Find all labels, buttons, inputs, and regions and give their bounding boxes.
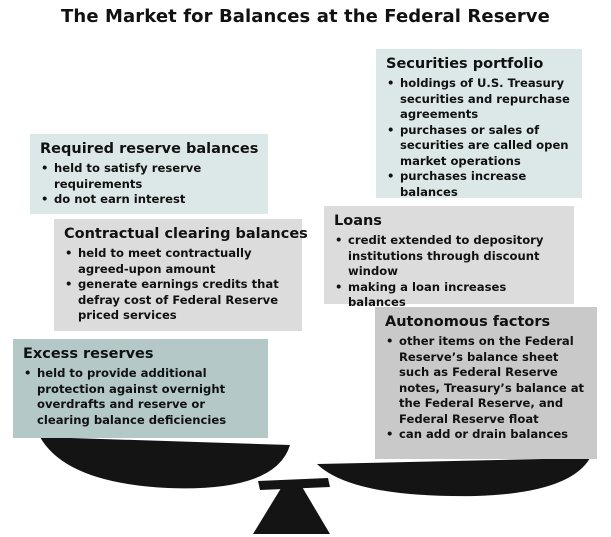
scale-fulcrum — [253, 480, 330, 534]
required-reserve-balances-heading: Required reserve balances — [40, 141, 259, 157]
loans-box: Loans credit extended to depository inst… — [324, 206, 574, 309]
list-item: purchases increase balances — [386, 169, 574, 200]
excess-reserves-box: Excess reserves held to provide addition… — [13, 339, 268, 438]
scale-pan-right — [317, 458, 590, 497]
diagram-title: The Market for Balances at the Federal R… — [61, 6, 550, 27]
list-item: can add or drain balances — [385, 427, 589, 443]
contractual-clearing-balances-heading: Contractual clearing balances — [64, 226, 308, 242]
securities-portfolio-box: Securities portfolio holdings of U.S. Tr… — [376, 49, 582, 200]
contractual-clearing-balances-box: Contractual clearing balances held to me… — [54, 219, 308, 331]
autonomous-factors-heading: Autonomous factors — [385, 314, 551, 330]
loans-heading: Loans — [334, 213, 382, 229]
excess-reserves-heading: Excess reserves — [23, 346, 154, 362]
list-item: held to meet contractually agreed-upon a… — [64, 246, 298, 277]
required-reserve-balances-box: Required reserve balances held to satisf… — [30, 134, 268, 214]
list-item: held to provide additional protection ag… — [23, 366, 260, 428]
list-item: credit extended to depository institutio… — [334, 233, 566, 280]
list-item: holdings of U.S. Treasury securities and… — [386, 76, 574, 123]
list-item: generate earnings credits that defray co… — [64, 277, 298, 324]
list-item: do not earn interest — [40, 192, 260, 208]
scale-pan-left — [40, 437, 290, 489]
securities-portfolio-heading: Securities portfolio — [386, 56, 544, 72]
list-item: other items on the Federal Reserve’s bal… — [385, 334, 589, 427]
list-item: purchases or sales of securities are cal… — [386, 123, 574, 170]
autonomous-factors-box: Autonomous factors other items on the Fe… — [375, 307, 597, 459]
scale-beam — [258, 478, 330, 490]
list-item: making a loan increases balances — [334, 280, 566, 311]
list-item: held to satisfy reserve requirements — [40, 161, 260, 192]
